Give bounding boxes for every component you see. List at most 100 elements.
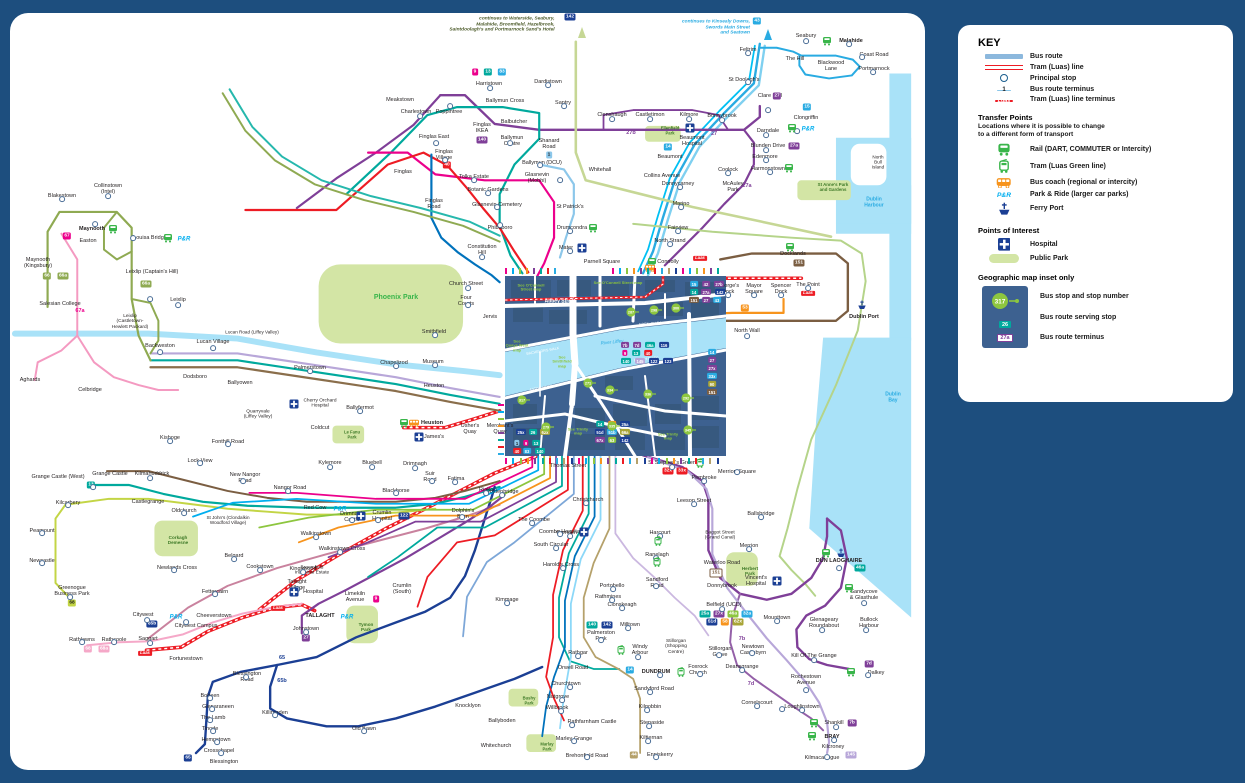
transfer-item-ferry-icon <box>978 202 1030 216</box>
map-label: EDEN QUAY <box>638 320 662 327</box>
route-badge: 46a <box>854 564 866 572</box>
map-label: Whitechurch <box>480 742 512 749</box>
principal-stop <box>619 605 625 611</box>
map-label: 67a <box>75 307 85 314</box>
bus-stop-lollipop: 300 <box>671 303 685 314</box>
principal-stop <box>39 560 45 566</box>
principal-stop <box>560 565 566 571</box>
principal-stop <box>485 190 491 196</box>
principal-stop <box>209 706 215 712</box>
luas-terminus-chip: Luas <box>138 649 152 657</box>
route-tick <box>512 268 514 274</box>
route-tick <box>505 268 507 274</box>
route-badge: 13 <box>632 349 640 357</box>
map-label: Aghards <box>19 376 41 383</box>
principal-stop <box>625 625 631 631</box>
bus-stop-lollipop: 292 <box>681 393 695 404</box>
route-badge: 14 <box>596 420 604 428</box>
map-label: Dodsboro <box>183 373 207 380</box>
route-badge: 43 <box>752 17 762 25</box>
north-bull-island <box>850 143 887 186</box>
route-tick <box>696 268 698 274</box>
key-item-bus: Bus route <box>978 53 1233 60</box>
luas-terminus-chip: Luas <box>693 254 707 262</box>
route-tick <box>647 268 649 274</box>
svg-text:335: 335 <box>609 425 615 429</box>
route-badge: 42 <box>702 280 710 288</box>
map-label: Glenaraneen <box>202 703 234 710</box>
route-badge: 51d <box>706 618 718 626</box>
principal-stop <box>571 738 577 744</box>
park-area <box>726 552 758 586</box>
luas-terminus-chip: Luas <box>271 604 285 612</box>
route-badge: 27 <box>772 92 782 100</box>
principal-stop <box>210 728 216 734</box>
transfer-item-coach-label: Bus coach (regional or intercity) <box>1030 178 1138 186</box>
route-badge: 53 <box>740 304 750 312</box>
principal-stop <box>734 469 740 475</box>
principal-stop <box>465 302 471 308</box>
route-badge: 62x <box>732 618 744 626</box>
park-and-ride-icon: P&R <box>340 614 354 621</box>
map-label: Baggot Street (Grand Canal) <box>704 530 736 541</box>
map-label: O'CONNELL STREET <box>571 286 576 320</box>
map-label: Leixlip (Captain's Hill) <box>125 268 179 275</box>
svg-text:287: 287 <box>628 311 634 315</box>
route-line <box>102 210 133 261</box>
principal-stop <box>487 85 493 91</box>
principal-stop <box>285 488 291 494</box>
principal-stop <box>765 107 771 113</box>
principal-stop <box>433 140 439 146</box>
transfer-item-tram-icon <box>978 158 1030 173</box>
route-tick <box>599 458 602 464</box>
key-item-bus-label: Bus route <box>1030 53 1063 60</box>
route-line <box>545 454 584 722</box>
poi-item-park: Public Park <box>978 254 1233 264</box>
park-and-ride-icon: P&R <box>169 614 183 621</box>
rail-icon <box>588 224 598 233</box>
park-area <box>154 520 198 557</box>
route-line <box>541 454 596 738</box>
route-badge: 63 <box>608 436 616 444</box>
principal-stop <box>767 169 773 175</box>
principal-stop <box>559 697 565 703</box>
bus-stop-lollipop: 345 <box>683 425 697 436</box>
principal-stop <box>716 652 722 658</box>
map-label: St Doolagh's <box>728 76 760 83</box>
route-tick <box>651 458 653 464</box>
route-line <box>574 40 833 238</box>
principal-stop <box>393 363 399 369</box>
route-line <box>538 163 575 259</box>
poi-item-hosp-label: Hospital <box>1030 241 1058 249</box>
principal-stop <box>327 464 333 470</box>
map-label: Enniskerry <box>647 751 673 758</box>
principal-stop <box>678 204 684 210</box>
principal-stop <box>751 292 757 298</box>
principal-stop <box>181 510 187 516</box>
map-label: Kilmacanogue <box>804 754 840 761</box>
route-line <box>559 454 602 730</box>
map-label: Castlegrange <box>131 498 165 505</box>
water-area <box>809 337 912 618</box>
map-label: Cherry Orchard Hospital <box>303 398 337 409</box>
route-badge: 25a <box>620 420 630 428</box>
principal-stop <box>758 514 764 520</box>
route-tick <box>533 268 535 274</box>
key-item-bus-icon <box>978 54 1030 59</box>
map-label: 7d <box>747 680 755 687</box>
route-tick <box>498 411 504 413</box>
route-badge: 140 <box>586 621 598 629</box>
principal-stop <box>471 177 477 183</box>
map-label: Orwell Road <box>557 664 589 671</box>
route-tick <box>526 268 528 274</box>
inset-key-label: Bus route serving stop <box>1040 313 1117 321</box>
route-line <box>439 94 761 132</box>
principal-stop <box>92 221 98 227</box>
principal-stop <box>799 707 805 713</box>
transfer-item-rail-icon <box>978 143 1030 156</box>
principal-stop <box>214 739 220 745</box>
route-tick <box>519 458 522 464</box>
transfer-rows: Rail (DART, COMMUTER or Intercity)Tram (… <box>978 143 1233 216</box>
route-badge: 123 <box>663 357 673 365</box>
